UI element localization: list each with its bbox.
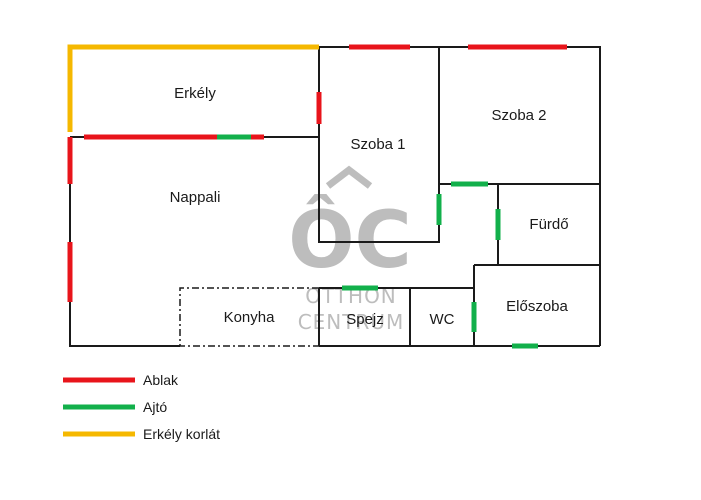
room-label-eloszoba: Előszoba — [506, 298, 568, 315]
windows — [67, 44, 567, 302]
legend-label-railing: Erkély korlát — [143, 426, 220, 442]
otthon-centrum-watermark: ÔC OTTHON CENTRUM — [288, 165, 412, 334]
room-label-nappali: Nappali — [170, 189, 221, 206]
room-label-erkely: Erkély — [174, 85, 216, 102]
room-labels: Erkély Nappali Szoba 1 Szoba 2 Fürdő Kon… — [170, 85, 569, 328]
watermark-line2: CENTRUM — [298, 310, 405, 334]
wall-konyha-dashed — [179, 287, 319, 347]
room-label-spejz: Spejz — [346, 311, 384, 328]
room-label-szoba2: Szoba 2 — [491, 107, 546, 124]
room-label-wc: WC — [430, 311, 455, 328]
room-label-konyha: Konyha — [224, 309, 276, 326]
doors — [217, 134, 538, 349]
legend-label-window: Ablak — [143, 372, 179, 388]
legend-label-door: Ajtó — [143, 399, 167, 415]
watermark-logo: ÔC — [288, 194, 412, 286]
legend: Ablak Ajtó Erkély korlát — [63, 372, 220, 442]
wall-nappali — [69, 137, 180, 347]
watermark-roof-icon — [325, 165, 373, 189]
room-label-furdo: Fürdő — [529, 216, 568, 233]
balcony-railing — [67, 44, 319, 132]
room-label-szoba1: Szoba 1 — [350, 136, 405, 153]
